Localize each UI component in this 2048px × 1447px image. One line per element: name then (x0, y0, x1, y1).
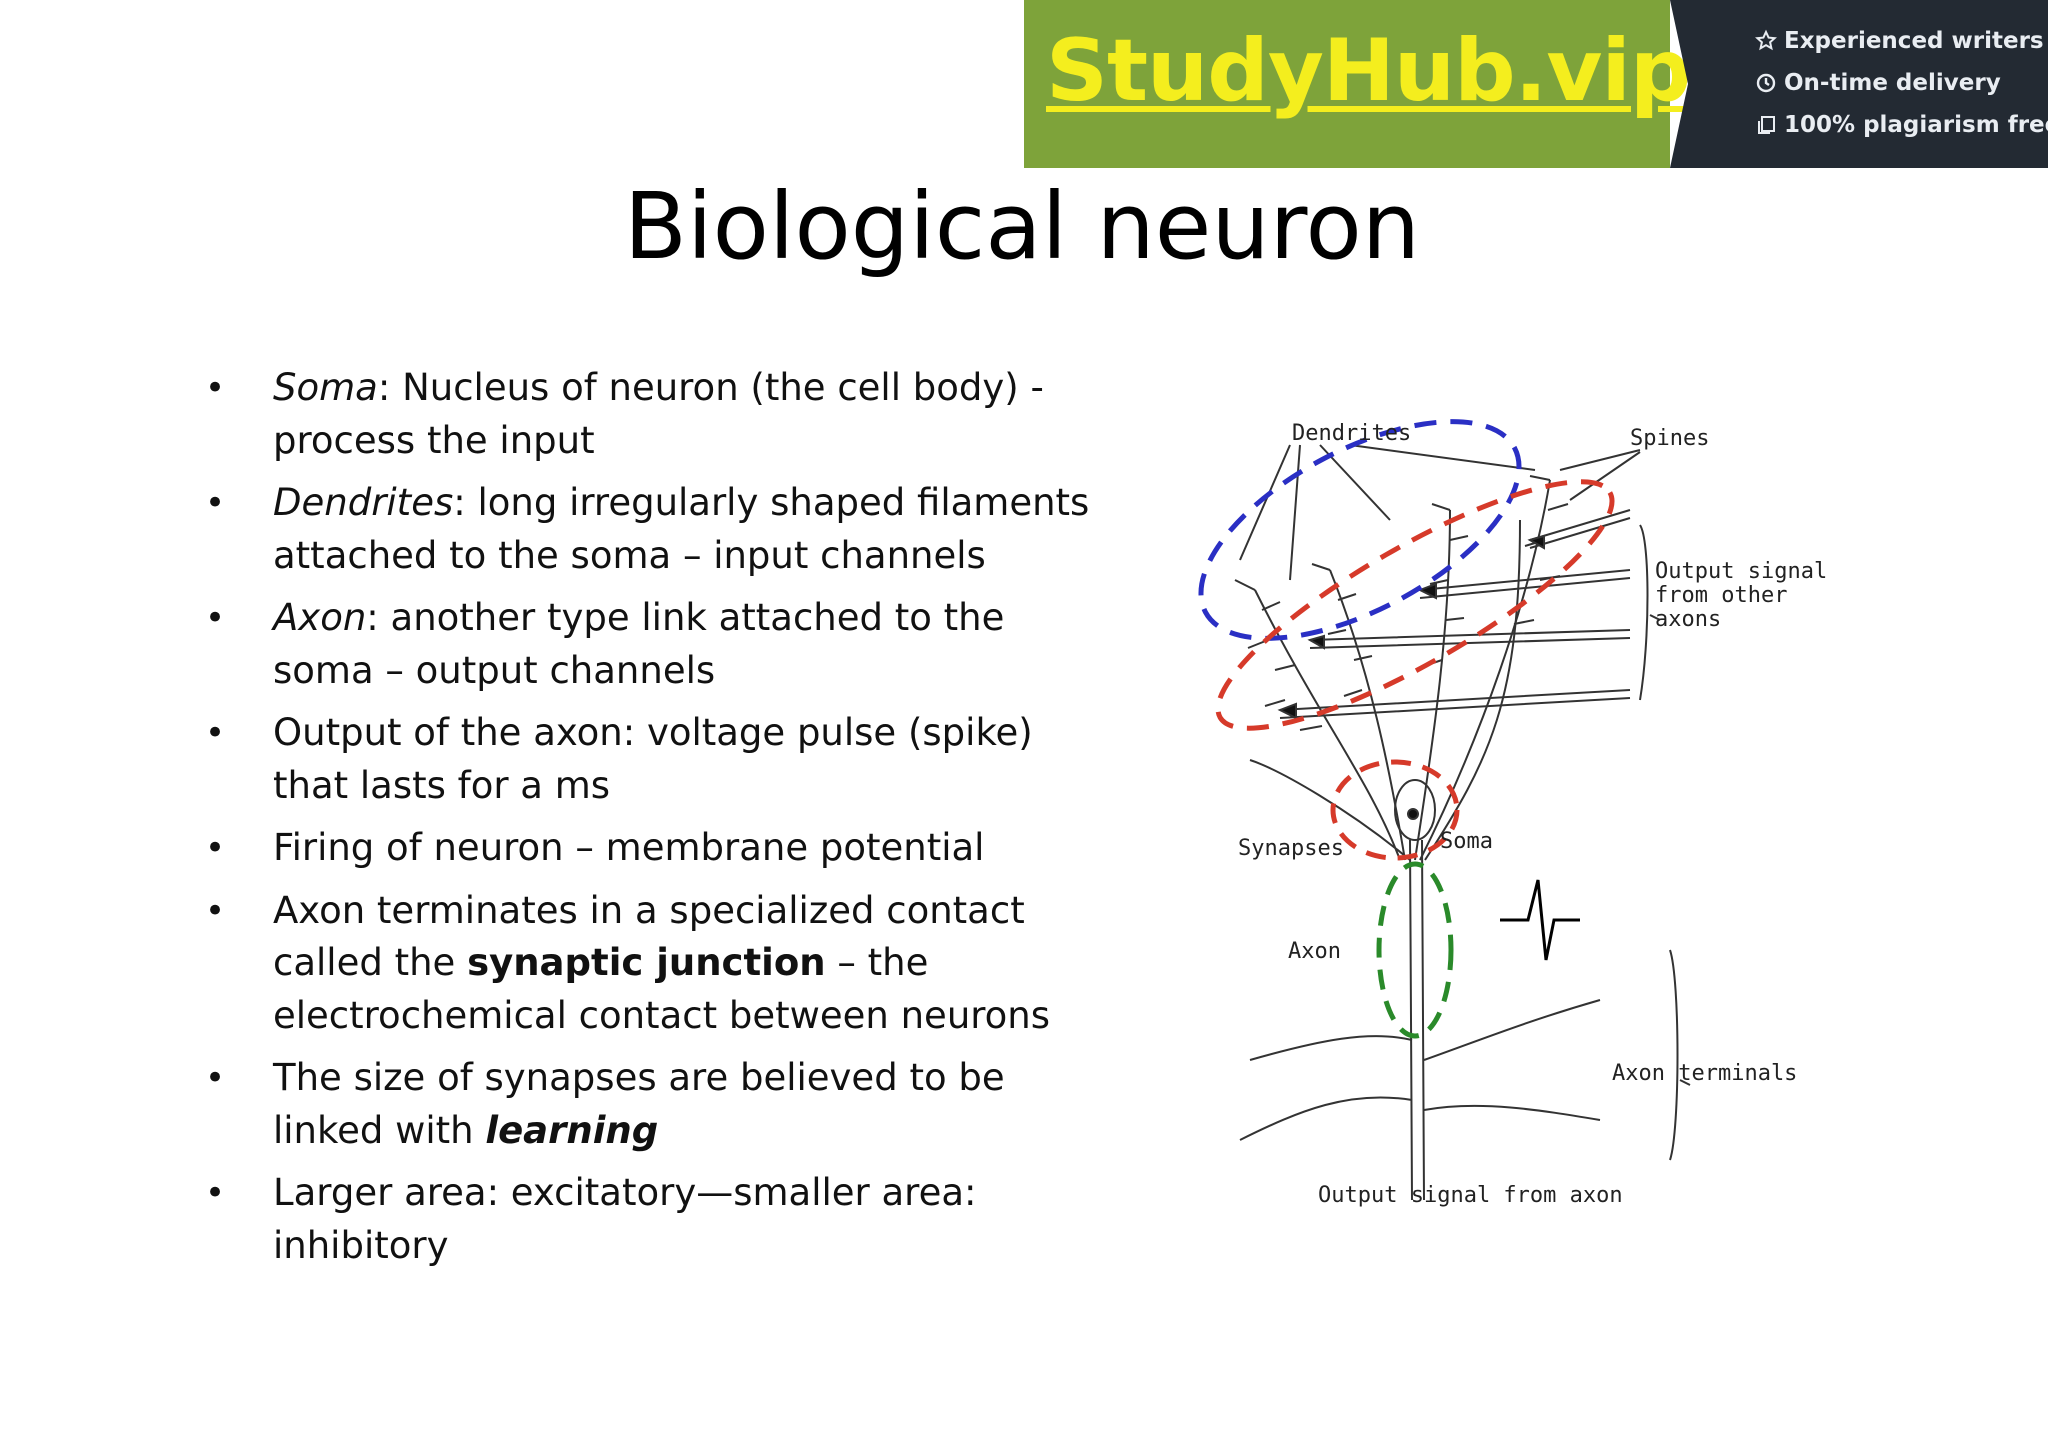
label-soma: Soma (1440, 829, 1493, 854)
synapse-region-outline (1215, 479, 1615, 731)
incoming-axon (1279, 689, 1631, 719)
bullet-dot: • (205, 598, 226, 638)
axon-terminals-brace (1669, 949, 1691, 1161)
feature-experienced-writers: Experienced writers (1754, 28, 2044, 54)
bullet-item: • Soma: Nucleus of neuron (the cell body)… (205, 362, 1105, 467)
clock-icon (1756, 73, 1776, 93)
dendrite-branch (1414, 509, 1451, 861)
label-output-from-axon: Output signal from axon (1318, 1183, 1623, 1208)
spine-stubs (1423, 503, 1469, 667)
soma-region-outline (1330, 759, 1460, 861)
bullet-text-part: : another type link attached to the soma… (273, 596, 1005, 692)
bullet-text-part: The size of synapses are believed to be … (273, 1056, 1005, 1152)
axon-trunk (1409, 839, 1425, 1201)
label-spines: Spines (1630, 426, 1709, 451)
slide-title-text: Biological neuron (623, 173, 1421, 280)
bullet-text: Axon: another type link attached to the … (273, 592, 1105, 697)
incoming-axon (1309, 629, 1631, 649)
dendrite-branch (1249, 759, 1411, 861)
bullet-text-part: Larger area: excitatory—smaller area: in… (273, 1171, 977, 1267)
studyhub-banner: StudyHub.vip Experienced writers On-time… (1024, 0, 2048, 168)
bullet-text-part: Axon (273, 596, 367, 639)
bullet-item: • Dendrites: long irregularly shaped fila… (205, 477, 1105, 582)
axon-terminal (1249, 999, 1601, 1061)
bullet-item: • Output of the axon: voltage pulse (spik… (205, 707, 1105, 812)
feature-label: On-time delivery (1784, 70, 2001, 96)
dendrites-region-outline (1198, 419, 1522, 641)
bullet-text-part: learning (485, 1108, 659, 1152)
bullet-text-part: Axon terminates in a specialized contact… (273, 888, 1025, 985)
neuron-diagram: Dendrites Spines Output signal from othe… (1150, 340, 1830, 1230)
spine-stubs (1311, 563, 1373, 697)
slide-title: Biological neuron (0, 176, 2048, 277)
dendrite-branch (1424, 519, 1521, 861)
label-axon: Axon (1288, 939, 1341, 964)
banner-features: Experienced writers On-time delivery 100… (1670, 0, 2048, 168)
bullet-text: Dendrites: long irregularly shaped filam… (273, 477, 1105, 582)
bullet-text: Soma: Nucleus of neuron (the cell body) … (273, 362, 1105, 467)
bullet-item: • Larger area: excitatory—smaller area: i… (205, 1167, 1105, 1272)
bullet-text-part: Dendrites (273, 481, 454, 524)
bullet-item: • Firing of neuron – membrane potential (205, 822, 1105, 875)
bullet-text-part: Firing of neuron – membrane potential (273, 826, 985, 869)
label-synapses: Synapses (1238, 836, 1344, 861)
bullet-item: • Axon: another type link attached to the… (205, 592, 1105, 697)
soma-nucleus (1407, 808, 1419, 820)
bullet-dot: • (205, 713, 226, 753)
feature-label: Experienced writers (1784, 28, 2044, 54)
bullet-dot: • (205, 1058, 226, 1098)
synapse-blobs (1277, 534, 1545, 720)
label-output-signal-3: axons (1655, 607, 1721, 632)
output-signal-brace (1639, 524, 1661, 701)
feature-label: 100% plagiarism free (1784, 112, 2048, 138)
bullet-dot: • (205, 828, 226, 868)
bullet-item: • The size of synapses are believed to be… (205, 1052, 1105, 1157)
bullet-text-part: Soma (273, 366, 378, 409)
feature-on-time-delivery: On-time delivery (1754, 70, 2001, 96)
bullet-text: Output of the axon: voltage pulse (spike… (273, 707, 1105, 812)
bullet-text: The size of synapses are believed to be … (273, 1052, 1105, 1157)
bullet-item: • Axon terminates in a specialized contac… (205, 885, 1105, 1043)
feature-plagiarism-free: 100% plagiarism free (1754, 112, 2048, 138)
bullet-dot: • (205, 1173, 226, 1213)
bullet-text: Larger area: excitatory—smaller area: in… (273, 1167, 1105, 1272)
label-output-signal-2: from other (1655, 583, 1787, 608)
dendrite-branch (1419, 479, 1551, 861)
incoming-axon (1419, 569, 1631, 599)
spines-leader (1559, 449, 1641, 501)
bullet-text-part: Output of the axon: voltage pulse (spike… (273, 711, 1033, 807)
star-icon (1755, 29, 1777, 51)
bullet-dot: • (205, 368, 226, 408)
neuron-diagram-svg: Dendrites Spines Output signal from othe… (1198, 419, 1827, 1208)
bullet-text: Axon terminates in a specialized contact… (273, 885, 1105, 1043)
copy-icon (1758, 116, 1775, 134)
dendrite-branch (1329, 569, 1406, 861)
bullet-list: • Soma: Nucleus of neuron (the cell body)… (205, 362, 1105, 1282)
dendrites-leaders (1239, 444, 1536, 581)
bullet-text-part: : long irregularly shaped filaments atta… (273, 481, 1090, 577)
label-axon-terminals: Axon terminals (1612, 1061, 1797, 1086)
bullet-text: Firing of neuron – membrane potential (273, 822, 1105, 875)
label-output-signal-1: Output signal (1655, 559, 1827, 584)
bullet-dot: • (205, 890, 226, 931)
bullet-text-part: synaptic junction (467, 941, 826, 984)
label-dendrites: Dendrites (1292, 421, 1411, 446)
studyhub-logo[interactable]: StudyHub.vip (1046, 21, 1691, 121)
spine-stubs (1234, 579, 1323, 731)
soma-body (1394, 779, 1436, 841)
axon-region-outline (1376, 861, 1454, 1039)
axon-terminal (1239, 1096, 1601, 1141)
bullet-dot: • (205, 483, 226, 523)
incoming-axon (1529, 509, 1631, 549)
bullet-text-part: : Nucleus of neuron (the cell body) - pr… (273, 366, 1044, 462)
banner-logo-area: StudyHub.vip (1024, 0, 1691, 168)
bullet-text-part: – the electrochemical contact between ne… (273, 941, 1051, 1037)
spike-waveform (1500, 879, 1580, 961)
